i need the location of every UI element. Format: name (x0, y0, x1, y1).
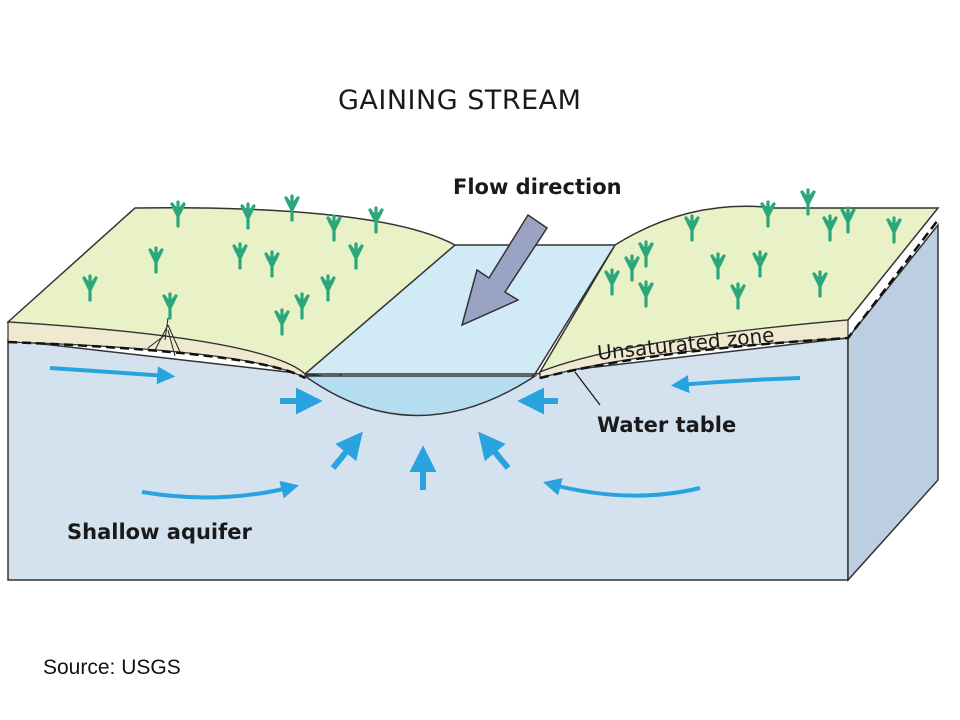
diagram-title: GAINING STREAM (338, 85, 581, 116)
plant-roots (147, 317, 181, 357)
flow-direction-arrow (460, 213, 549, 327)
shallow-aquifer-label: Shallow aquifer (67, 520, 253, 544)
flow-direction-label: Flow direction (453, 175, 622, 199)
source-caption: Source: USGS (43, 656, 181, 679)
water-table-leader (574, 371, 601, 406)
flow-arrow-right-bottom (543, 478, 701, 498)
water-table-right (539, 219, 939, 380)
water-table-left (7, 340, 306, 380)
flow-arrow-left-top (49, 366, 176, 385)
flow-arrow-lower-left (330, 431, 363, 470)
flow-arrow-lower-right (478, 431, 511, 470)
stream-surface (302, 244, 617, 375)
aquifer-side (847, 222, 939, 582)
flow-arrow-left-bottom (141, 480, 299, 500)
stream-water (302, 375, 538, 417)
flow-arrow-right-top (670, 375, 801, 394)
water-table-label: Water table (597, 413, 736, 437)
